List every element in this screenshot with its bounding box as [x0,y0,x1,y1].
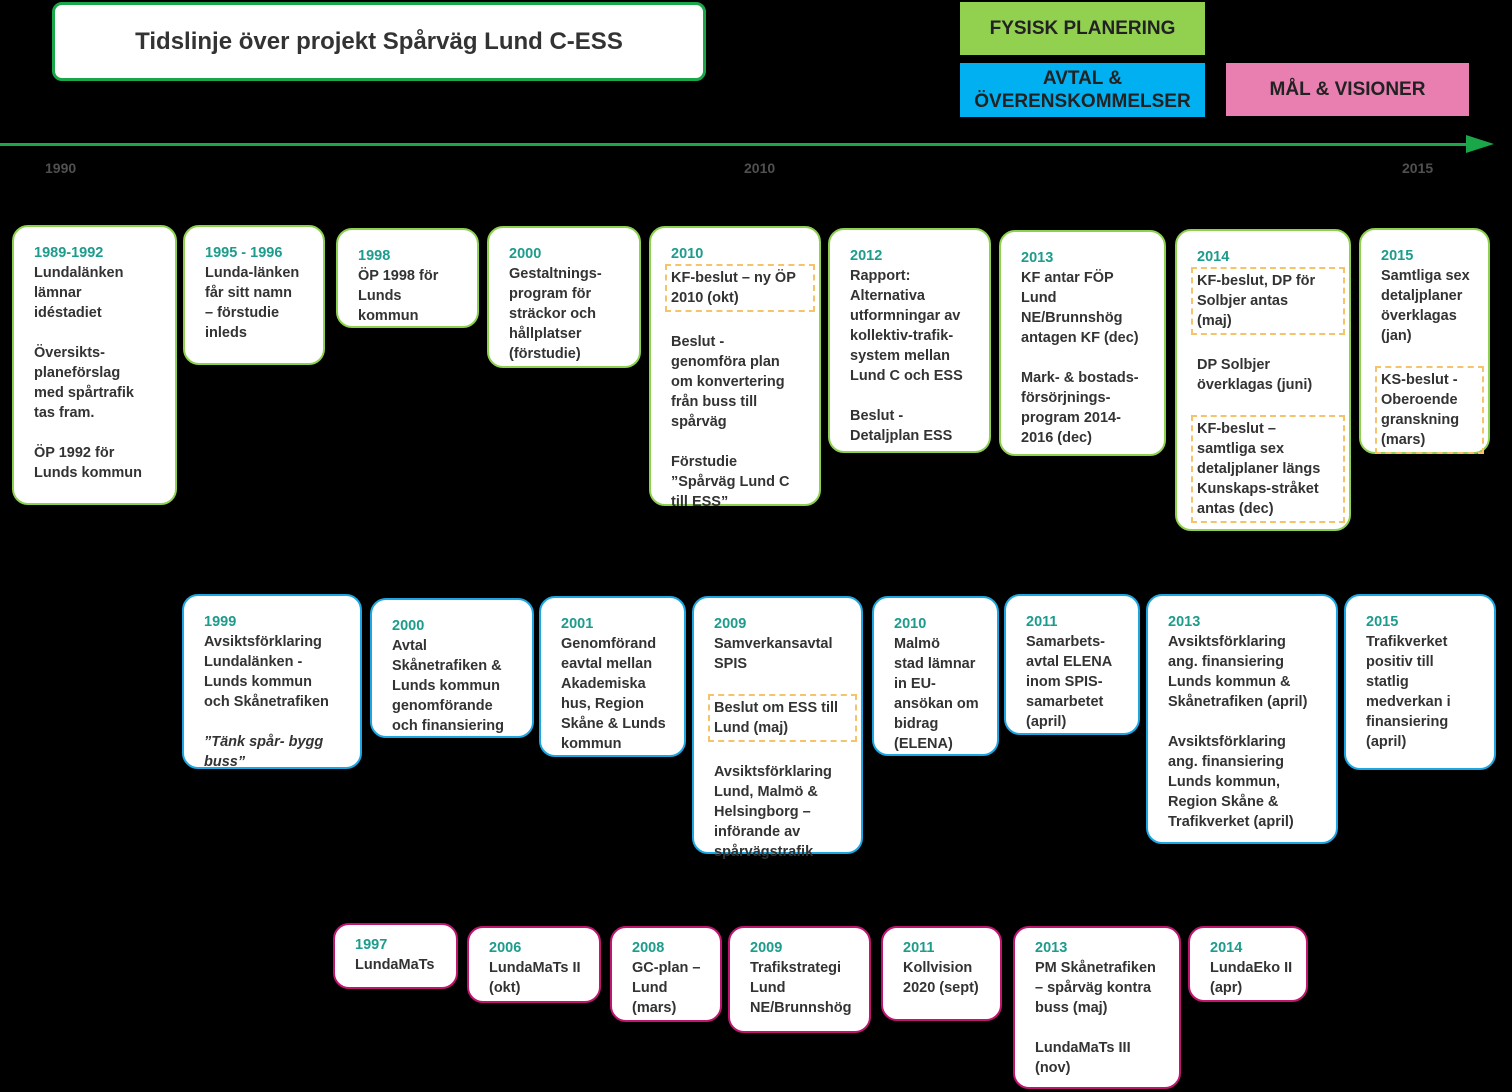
card-text: LundaMaTs III (nov) [1035,1040,1131,1076]
card-year: 2013 [1035,940,1068,956]
card-text: Mark- & bostads- försörjnings- program 2… [1021,370,1139,446]
card-year: 2011 [903,940,935,956]
card-text: Trafikstrategi Lund NE/Brunnshög [750,960,852,1016]
card-year: 2015 [1381,248,1414,264]
card-text: Genomförand eavtal mellan Akademiska hus… [561,636,666,752]
card-text: GC-plan – Lund (mars) [632,960,701,1016]
card-text: Beslut - genomföra plan om konvertering … [671,334,785,430]
card-year: 2012 [850,248,883,264]
axis-year-2010: 2010 [744,160,776,176]
card-year: 2008 [632,940,665,956]
card-text: Avsiktsförklaring ang. finansiering Lund… [1168,634,1308,710]
card-text: DP Solbjer överklagas (juni) [1197,357,1313,393]
card-highlighted-text: KF-beslut – ny ÖP 2010 (okt) [665,264,815,312]
card-text: ÖP 1998 för Lunds kommun [358,268,439,324]
card-year: 1997 [355,937,388,953]
card-text: Lundalänken lämnar idéstadiet [34,265,124,321]
card-text: ÖP 1992 för Lunds kommun [34,445,142,481]
card-highlighted-text: KS-beslut - Oberoende granskning (mars) [1375,366,1484,454]
card-text: LundaEko II (apr) [1210,960,1293,996]
card-text: ”Tänk spår- bygg buss” [204,734,324,770]
card-year: 1995 - 1996 [205,245,283,261]
card-year: 2011 [1026,614,1058,630]
mal-card-2013: 2013 PM Skånetrafiken – spårväg kontra bu… [1013,926,1181,1089]
card-year: 2014 [1197,249,1230,265]
card-year: 2006 [489,940,522,956]
card-year: 2009 [714,616,747,632]
avtal-card-2010: 2010 Malmö stad lämnar in EU- ansökan om… [872,596,999,756]
card-text: Översikts- planeförslag med spårtrafik t… [34,345,134,421]
legend-mal-visioner: MÅL & VISIONER [1226,63,1469,116]
card-highlighted-text: Beslut om ESS till Lund (maj) [708,694,857,742]
axis-year-2015: 2015 [1402,160,1434,176]
card-text: LundaMaTs II (okt) [489,960,581,996]
card-year: 2009 [750,940,783,956]
fysisk-card-1998: 1998 ÖP 1998 för Lunds kommun [336,228,479,328]
axis-year-1990: 1990 [45,160,77,176]
card-text: Avtal Skånetrafiken & Lunds kommun genom… [392,638,504,734]
card-year: 2010 [671,246,704,262]
card-year: 2013 [1021,250,1054,266]
timeline-axis [0,143,1470,146]
card-year: 2001 [561,616,594,632]
card-year: 2015 [1366,614,1399,630]
card-text: Avsiktsförklaring ang. finansiering Lund… [1168,734,1294,830]
card-text: Samverkansavtal SPIS [714,636,833,672]
card-text: Lunda-länken får sitt namn – förstudie i… [205,265,300,341]
card-text: Avsiktsförklaring Lundalänken - Lunds ko… [204,634,329,710]
card-year: 2000 [509,246,542,262]
card-text: Gestaltnings- program för sträckor och h… [509,266,602,362]
card-text: Förstudie ”Spårväg Lund C till ESS” [671,454,790,510]
card-text: Trafikverket positiv till statlig medver… [1366,634,1451,750]
card-text: Rapport: Alternativa utformningar av kol… [850,268,963,384]
card-year: 2013 [1168,614,1201,630]
card-year: 1998 [358,248,391,264]
card-year: 2014 [1210,940,1243,956]
card-year: 1999 [204,614,237,630]
card-text: Beslut - Detaljplan ESS [850,408,953,444]
card-text: Malmö stad lämnar in EU- ansökan om bidr… [894,636,979,752]
legend-avtal-overenskommelser: AVTAL & ÖVERENSKOMMELSER [960,63,1205,117]
card-year: 2010 [894,616,927,632]
page-title: Tidslinje över projekt Spårväg Lund C-ES… [52,2,706,81]
card-highlighted-text: KF-beslut – samtliga sex detaljplaner lä… [1191,415,1345,523]
card-text: KF antar FÖP Lund NE/Brunnshög antagen K… [1021,270,1139,346]
card-year: 1989-1992 [34,245,104,261]
card-year: 2000 [392,618,425,634]
card-text: Samtliga sex detaljplaner överklagas (ja… [1381,268,1470,344]
card-highlighted-text: KF-beslut, DP för Solbjer antas (maj) [1191,267,1345,335]
card-text: PM Skånetrafiken – spårväg kontra buss (… [1035,960,1156,1016]
timeline-arrow-icon [1466,135,1494,153]
legend-fysisk-planering: FYSISK PLANERING [960,2,1205,55]
card-text: Samarbets- avtal ELENA inom SPIS- samarb… [1026,634,1113,730]
card-text: Avsiktsförklaring Lund, Malmö & Helsingb… [714,764,832,860]
fysisk-card-2013: 2013 KF antar FÖP Lund NE/Brunnshög antag… [999,230,1166,456]
card-text: Kollvision 2020 (sept) [903,960,979,996]
card-text: LundaMaTs [355,957,435,973]
